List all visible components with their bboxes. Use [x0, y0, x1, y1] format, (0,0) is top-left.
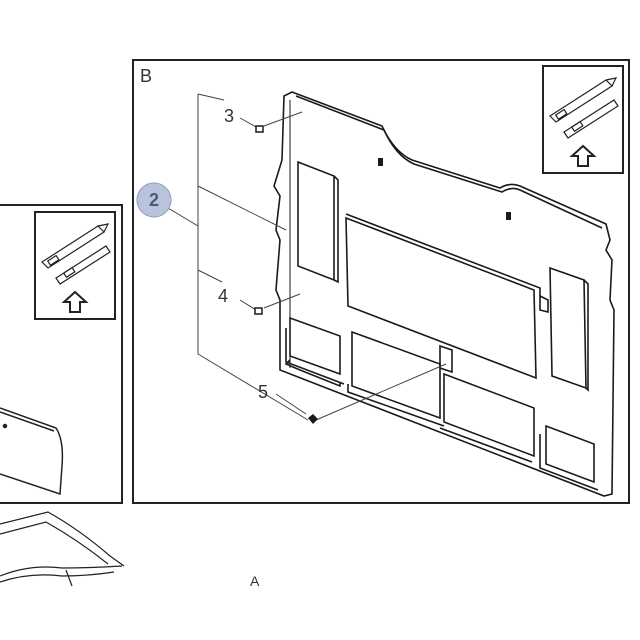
vehicle-arrow-icon — [549, 77, 619, 139]
frame-b-label: B — [140, 66, 152, 86]
callout-4: 4 — [218, 286, 228, 306]
trim-panel — [273, 91, 615, 497]
clip-part-4 — [254, 307, 263, 315]
view-a-label: A — [250, 573, 260, 589]
clip-part-3 — [255, 125, 264, 133]
orientation-inset-left — [34, 211, 116, 320]
pad-lower-right — [439, 344, 535, 463]
pad-center-large — [345, 213, 541, 380]
bottom-sketch — [0, 511, 125, 587]
leader-lines — [167, 93, 447, 421]
left-panel-drawing — [0, 407, 64, 496]
up-arrow-icon — [61, 290, 89, 313]
callout-3: 3 — [224, 106, 234, 126]
up-arrow-icon — [569, 144, 597, 167]
orientation-inset-b — [542, 65, 624, 174]
vehicle-arrow-icon — [41, 223, 111, 285]
callout-2: 2 — [149, 190, 159, 210]
callout-2-marker[interactable]: 2 — [136, 182, 172, 218]
callout-5: 5 — [258, 382, 268, 402]
left-frame — [0, 204, 123, 504]
pad-lower-left — [285, 316, 345, 385]
fastener-part-5 — [308, 414, 318, 424]
frame-b: B — [132, 59, 630, 504]
pad-bottom-right — [539, 424, 599, 491]
pad-upper-left — [297, 160, 339, 284]
pad-lower-center — [347, 330, 445, 427]
pad-right — [539, 266, 589, 392]
